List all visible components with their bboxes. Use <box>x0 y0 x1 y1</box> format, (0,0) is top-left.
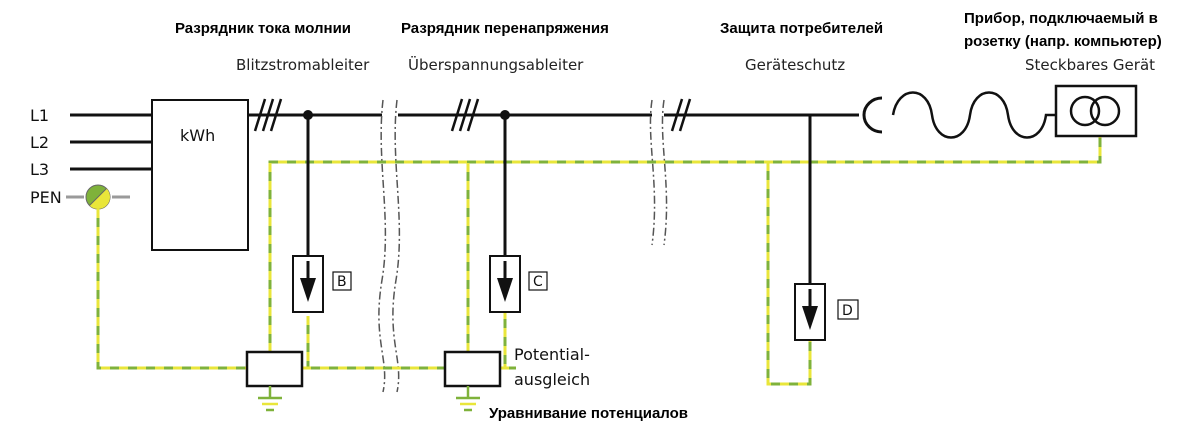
protective-earth-network <box>96 136 1102 386</box>
arrester-d-class-label: D <box>842 303 853 319</box>
surge-arrester-ru-label: Разрядник перенапряжения <box>401 20 609 37</box>
consumer-protection-arrester <box>794 115 826 341</box>
equipotential-bar-2 <box>443 350 502 388</box>
equipotential-de-label-line2: ausgleich <box>514 370 590 389</box>
plug-device-ru-label-line2: розетку (напр. компьютер) <box>964 33 1162 50</box>
arrester-b-class-label: B <box>337 274 347 290</box>
lightning-arrester-ru-label: Разрядник тока молнии <box>175 20 351 37</box>
lightning-arrester-de-label: Blitzstromableiter <box>236 56 370 74</box>
kwh-meter-box <box>151 99 249 251</box>
consumer-protection-ru-label: Защита потребителей <box>720 20 883 37</box>
line-label-pen: PEN <box>30 188 62 207</box>
line-label-l2: L2 <box>30 133 49 152</box>
lightning-arrester <box>292 110 324 313</box>
line-label-l1: L1 <box>30 106 49 125</box>
arrester-b-class-box <box>332 271 352 291</box>
arrester-c-class-label: C <box>533 274 543 290</box>
surge-arrester-de-label: Überspannungsableiter <box>408 55 584 74</box>
plug-device-ru-label-line1: Прибор, подключаемый в <box>964 10 1158 27</box>
ground-symbol-icon-2 <box>456 386 480 412</box>
consumer-protection-de-label: Geräteschutz <box>745 56 845 74</box>
three-conductor-marker-1 <box>253 98 283 132</box>
ground-symbol-icon-1 <box>258 386 282 412</box>
distance-break-1 <box>378 99 401 393</box>
pen-terminal-icon <box>85 184 111 210</box>
line-label-l3: L3 <box>30 160 49 179</box>
arrester-d-class-box <box>837 299 859 320</box>
arrester-c-class-box <box>528 271 548 291</box>
kwh-meter-label: kWh <box>180 126 215 145</box>
distance-break-2 <box>649 99 668 246</box>
surge-arrester <box>489 110 521 313</box>
plug-device-de-label: Steckbares Gerät <box>1025 56 1155 74</box>
equipotential-bar-1 <box>245 350 304 388</box>
single-conductor-marker <box>670 98 692 132</box>
flexible-cable-icon <box>891 91 1056 139</box>
equipotential-de-label-line1: Potential- <box>514 345 590 364</box>
equipotential-ru-label: Уравнивание потенциалов <box>489 405 688 422</box>
three-conductor-marker-2 <box>450 98 480 132</box>
plug-device-transformer-icon <box>1054 84 1138 138</box>
socket-icon <box>862 96 883 134</box>
